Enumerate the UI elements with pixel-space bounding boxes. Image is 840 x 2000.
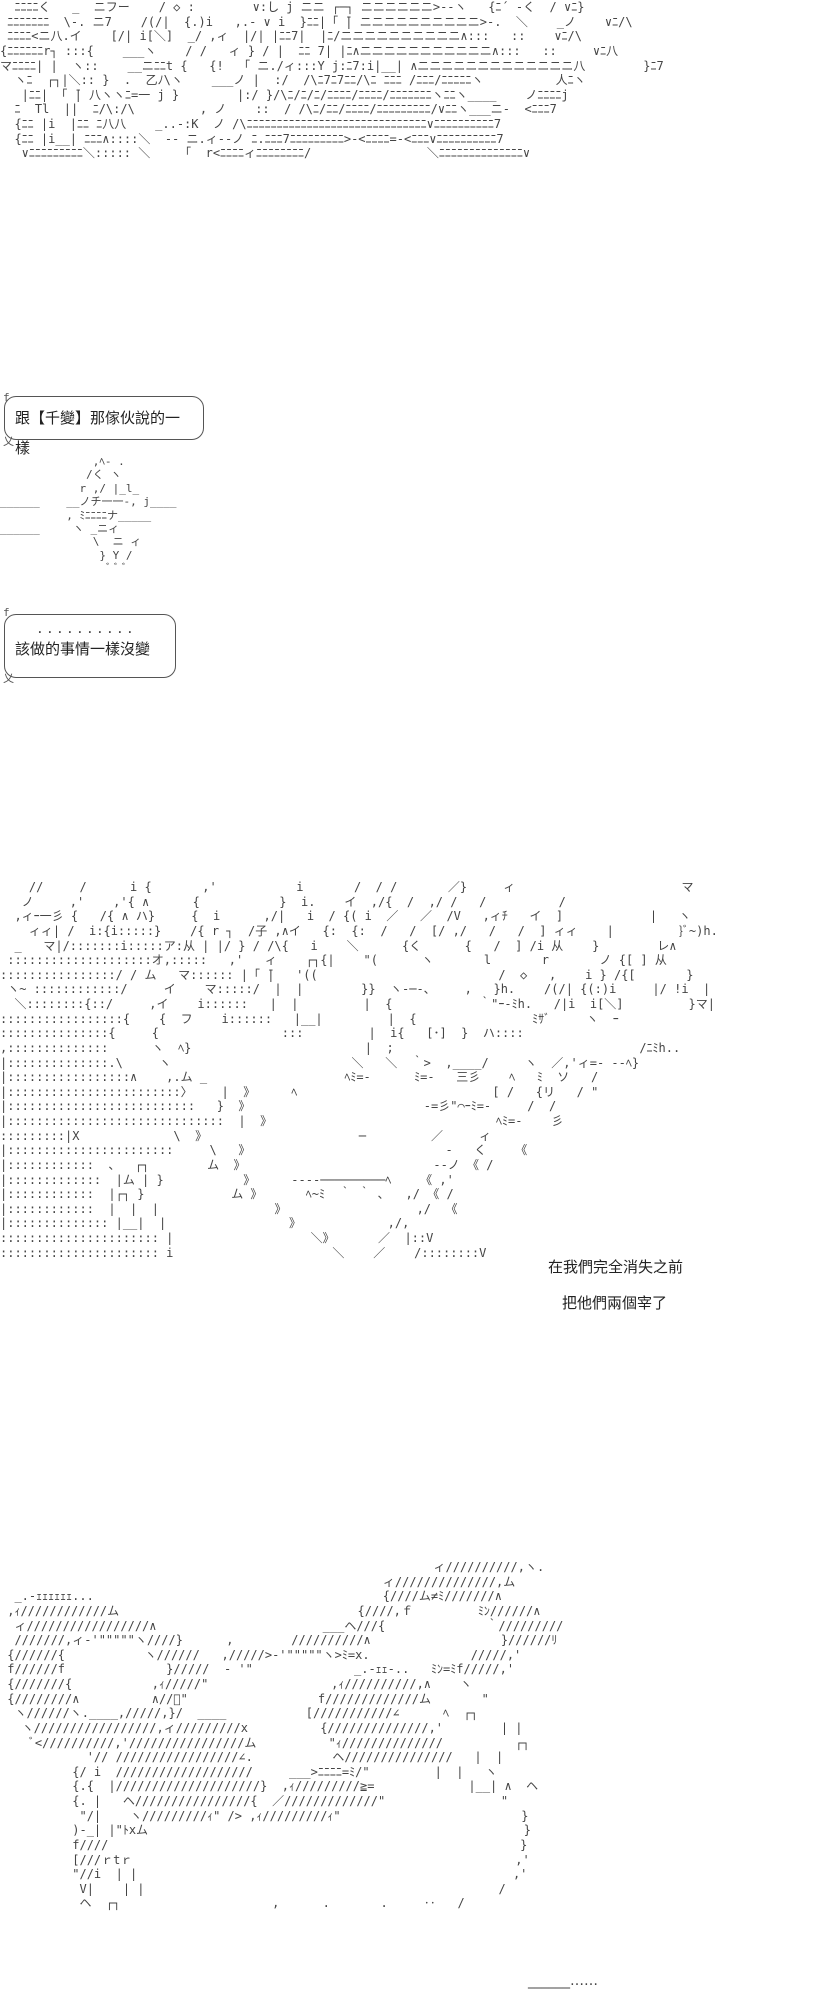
bubble-tail-top: f <box>3 606 10 619</box>
bubble-tail-bottom: 乂 <box>3 435 14 448</box>
ascii-art-spear-symbol: ,ﾍ- . /く ヽ r ,/ |_l_ ______ __ノチ一一-, j__… <box>0 455 177 576</box>
speech-bubble-2-text: 該做的事情一樣沒變 <box>15 640 151 658</box>
bubble-tail-top: f <box>3 391 10 404</box>
speech-bubble-2: f ．．．．．．．．．． 該做的事情一樣沒變 乂 <box>3 606 176 685</box>
speech-bubble-1: f 跟【千變】那傢伙說的一樣 乂 <box>3 391 204 457</box>
ascii-art-bottom-panel: ィ//////////,ヽ. ィ//////////////,ム _.-ｪｪｪｪ… <box>7 1560 564 1911</box>
speech-bubble-2-dots: ．．．．．．．．．． <box>36 622 143 636</box>
ascii-art-top-panel: ﾆﾆﾆﾆく _ ニフー / ◇ : ∨:し j ニニ ┌─┐ ニニニニニニ>--… <box>0 0 664 161</box>
ascii-art-face-closeup: // / i { ,' i / / / ／} ィ マ --＼__ , ノ ,' … <box>0 880 718 1260</box>
trailing-ellipsis: ______…… <box>528 1973 598 1989</box>
speech-bubble-1-text: 跟【千變】那傢伙說的一樣 <box>15 409 181 457</box>
caption-line-1: 在我們完全消失之前 <box>548 1258 684 1276</box>
caption-line-2: 把他們兩個宰了 <box>562 1294 668 1312</box>
bubble-tail-bottom: 乂 <box>3 672 14 685</box>
